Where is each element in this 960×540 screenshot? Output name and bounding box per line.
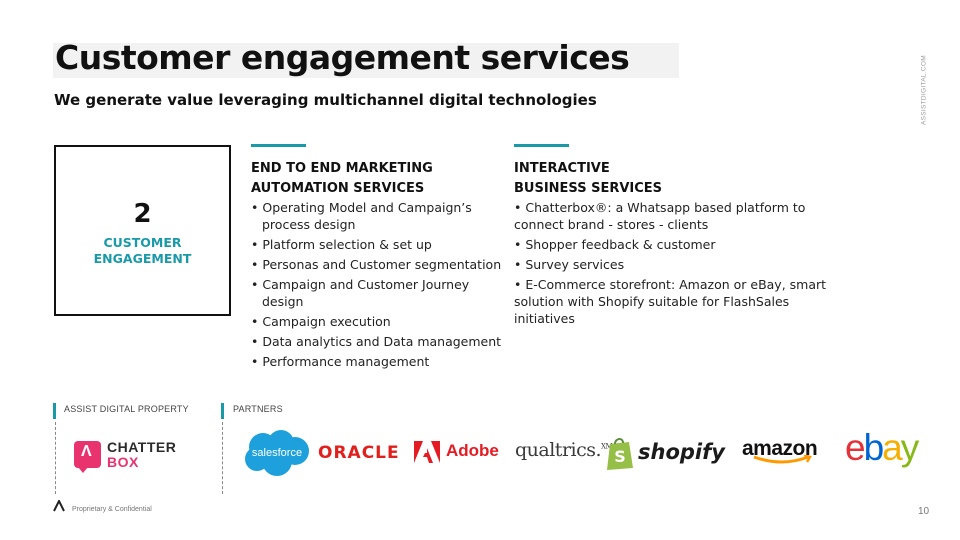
column1-accent-line [251, 144, 306, 147]
property-divider [55, 422, 56, 494]
interactive-business-column: INTERACTIVE BUSINESS SERVICES • Chatterb… [514, 159, 832, 330]
amazon-logo: amazon [742, 437, 818, 467]
column2-heading-line1: INTERACTIVE [514, 161, 610, 176]
marketing-automation-column: END TO END MARKETING AUTOMATION SERVICES… [251, 159, 506, 373]
page-subtitle: We generate value leveraging multichanne… [54, 91, 597, 109]
list-item: • E-Commerce storefront: Amazon or eBay,… [514, 277, 827, 326]
chatterbox-icon [74, 441, 101, 473]
chatterbox-logo: Λ CHATTER BOX [74, 439, 184, 473]
service-label: CUSTOMER ENGAGEMENT [56, 235, 229, 267]
list-item: • Chatterbox®: a Whatsapp based platform… [514, 200, 806, 232]
partners-tick [221, 403, 224, 419]
column2-heading-line2: BUSINESS SERVICES [514, 181, 663, 196]
assist-digital-mark-icon [53, 500, 65, 512]
page-number: 10 [918, 506, 930, 517]
salesforce-text: salesforce [252, 447, 302, 459]
column1-list: • Operating Model and Campaign’s process… [251, 199, 506, 370]
title-highlight [53, 43, 679, 78]
page-title: Customer engagement services [55, 38, 630, 77]
list-item: • Personas and Customer segmentation [251, 257, 502, 272]
partners-divider [222, 422, 223, 494]
property-label: ASSIST DIGITAL PROPERTY [64, 404, 189, 414]
salesforce-logo: salesforce [243, 429, 311, 477]
service-number-box: 2 CUSTOMER ENGAGEMENT [54, 145, 231, 316]
side-url-text: ASSISTDIGITAL.COM [920, 55, 928, 125]
column1-heading-line1: END TO END MARKETING [251, 161, 433, 176]
service-label-line1: CUSTOMER [103, 235, 182, 250]
service-number: 2 [133, 199, 152, 229]
footer-confidential: Proprietary & Confidential [72, 506, 152, 513]
property-tick [53, 403, 56, 419]
list-item: • Campaign and Customer Journey design [251, 277, 470, 309]
list-item: • Shopper feedback & customer [514, 237, 716, 252]
side-url: ASSISTDIGITAL.COM [914, 55, 934, 125]
ebay-logo: ebay [845, 427, 919, 468]
oracle-logo: ORACLE [318, 443, 400, 463]
column2-accent-line [514, 144, 569, 147]
list-item: • Performance management [251, 354, 430, 369]
service-label-line2: ENGAGEMENT [93, 251, 192, 266]
column1-heading-line2: AUTOMATION SERVICES [251, 181, 425, 196]
shopify-bag-icon: S [607, 438, 633, 470]
partners-label: PARTNERS [233, 404, 283, 414]
svg-text:S: S [614, 447, 626, 466]
list-item: • Platform selection & set up [251, 237, 432, 252]
list-item: • Data analytics and Data management [251, 334, 502, 349]
list-item: • Operating Model and Campaign’s process… [251, 200, 472, 232]
salesforce-cloud-icon: salesforce [245, 430, 309, 476]
qualtrics-logo: qualtrics.XM [515, 439, 613, 461]
list-item: • Campaign execution [251, 314, 391, 329]
column2-list: • Chatterbox®: a Whatsapp based platform… [514, 199, 832, 327]
adobe-icon [414, 441, 440, 463]
amazon-smile-icon [753, 455, 812, 464]
list-item: • Survey services [514, 257, 625, 272]
chatterbox-glyph-icon: Λ [81, 443, 92, 460]
